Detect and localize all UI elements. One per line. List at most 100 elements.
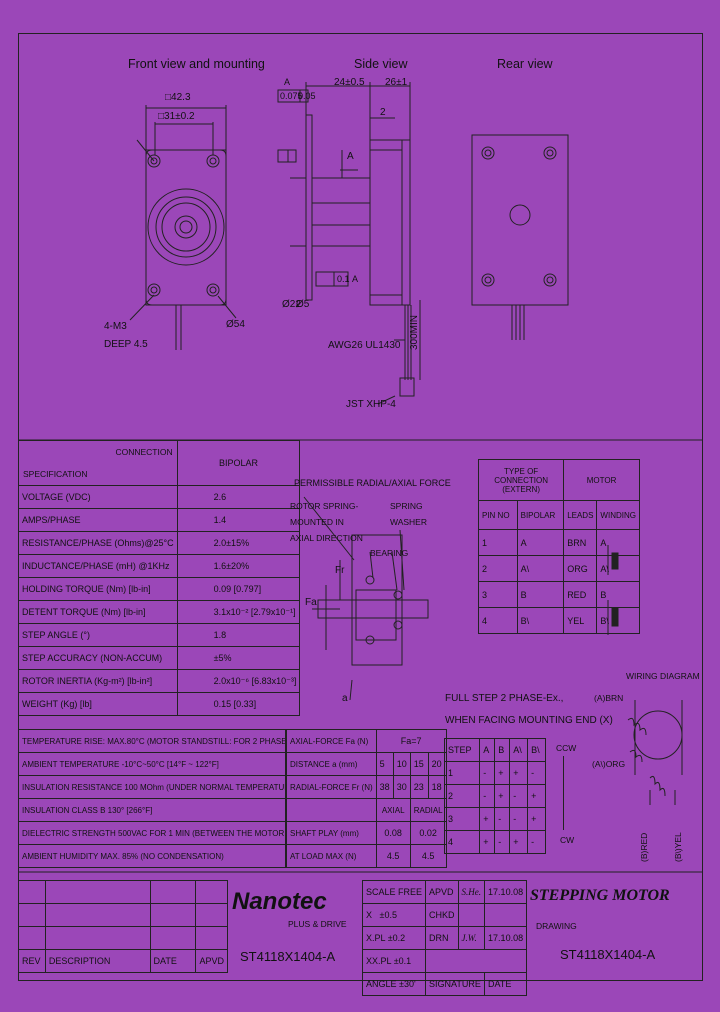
cw-label: CW bbox=[560, 835, 575, 845]
drn-label: DRN bbox=[425, 926, 459, 950]
axial-force-label: AXIAL-FORCE Fa (N) bbox=[286, 729, 377, 753]
tol-angle-value: ±30' bbox=[399, 979, 416, 989]
revision-table: REV DESCRIPTION DATE APVD bbox=[18, 880, 228, 973]
wide-spec-table: TEMPERATURE RISE: MAX.80°C (MOTOR STANDS… bbox=[18, 729, 286, 868]
connection-header: CONNECTION bbox=[115, 447, 173, 457]
dim-dia5: Ø5 bbox=[296, 299, 310, 310]
step-cell: + bbox=[479, 830, 496, 854]
spec-value: ±5% bbox=[176, 646, 301, 670]
fa-label: Fa bbox=[305, 597, 317, 608]
step-cell: - bbox=[494, 830, 511, 854]
step-cell: + bbox=[527, 784, 546, 808]
mount-hole-br bbox=[206, 283, 220, 297]
wiring-brn: (A)BRN bbox=[594, 693, 624, 703]
part-number-left: ST4118X1404-A bbox=[240, 949, 336, 964]
radial-value: 23 bbox=[409, 775, 429, 799]
spec-row: HOLDING TORQUE (Nm) [lb-in]0.09 [0.797] bbox=[18, 577, 301, 601]
dim-deep: DEEP 4.5 bbox=[104, 339, 148, 350]
dim-24: 24±0.5 bbox=[334, 77, 365, 88]
winding-value: A bbox=[596, 529, 640, 556]
winding-value: A\ bbox=[596, 555, 640, 582]
spec-row: WEIGHT (Kg) [lb]0.15 [0.33] bbox=[18, 692, 301, 716]
distance-label: DISTANCE a (mm) bbox=[286, 752, 377, 776]
rear-center bbox=[509, 204, 531, 226]
spec-value: 2.0±15% bbox=[176, 531, 301, 555]
dim-42-3: □42.3 bbox=[165, 92, 191, 103]
distance-value: 15 bbox=[409, 752, 429, 776]
bipolar-value: B\ bbox=[516, 607, 565, 634]
spec-value: 0.09 [0.797] bbox=[176, 577, 301, 601]
spec-label: HOLDING TORQUE (Nm) [lb-in] bbox=[18, 577, 178, 601]
spec-label: STEP ACCURACY (NON-ACCUM) bbox=[18, 646, 178, 670]
radial-value: 38 bbox=[375, 775, 394, 799]
lead-color: BRN bbox=[563, 529, 598, 556]
wiring-rotor bbox=[633, 710, 683, 760]
winding-value: B\ bbox=[596, 607, 640, 634]
fullstep-title-2: WHEN FACING MOUNTING END (X) bbox=[445, 715, 613, 726]
side-view-title: Side view bbox=[354, 57, 408, 71]
wiring-org: (A\)ORG bbox=[592, 759, 626, 769]
rotor-note-2: MOUNTED IN bbox=[290, 517, 344, 527]
datum-a: A bbox=[347, 151, 354, 162]
dim-26: 26±1 bbox=[385, 77, 408, 88]
at-load-radial: 4.5 bbox=[409, 844, 447, 868]
tol-xxpl: XX.PL bbox=[366, 956, 392, 966]
fullstep-title-1: FULL STEP 2 PHASE-Ex., bbox=[445, 693, 564, 704]
tol-xpl-value: ±0.2 bbox=[387, 933, 406, 943]
wiring-yel: (B\)YEL bbox=[673, 832, 683, 862]
runout-ref: A bbox=[352, 274, 359, 284]
b-col-header: B bbox=[494, 738, 511, 762]
connection-type-header: TYPE OF CONNECTION (EXTERN) bbox=[477, 459, 565, 501]
dim-pcd: Ø54 bbox=[226, 319, 245, 330]
step-cell: - bbox=[509, 784, 529, 808]
side-body bbox=[369, 139, 411, 306]
axial-force-value: Fa=7 bbox=[375, 729, 447, 753]
bipolar-col-header: BIPOLAR bbox=[516, 500, 565, 530]
dim-awg: AWG26 UL1430 bbox=[328, 340, 401, 351]
rev-header: REV bbox=[18, 949, 46, 973]
apvd-label: APVD bbox=[425, 880, 459, 904]
lead-color: ORG bbox=[563, 555, 598, 582]
spring-label-1: SPRING bbox=[390, 501, 423, 511]
mount-hole-bl bbox=[147, 283, 161, 297]
wiring-red: (B)RED bbox=[639, 832, 649, 862]
bipolar-value: A\ bbox=[516, 555, 565, 582]
pin-number: 3 bbox=[478, 581, 518, 608]
fullstep-table: STEP A B A\ B\ 1-++- 2-+-+ 3+--+ 4+-+- bbox=[443, 738, 546, 854]
radial-header: RADIAL bbox=[409, 798, 447, 822]
drn-date: 17.10.08 bbox=[484, 926, 528, 950]
distance-value: 10 bbox=[392, 752, 411, 776]
spec-label: WEIGHT (Kg) [lb] bbox=[18, 692, 178, 716]
winding-col-header: WINDING bbox=[596, 500, 640, 530]
spec-value: 3.1x10⁻² [2.79x10⁻¹] bbox=[176, 600, 301, 624]
pin-number: 2 bbox=[478, 555, 518, 582]
wide-spec-row: AMBIENT HUMIDITY MAX. 85% (NO CONDENSATI… bbox=[18, 844, 286, 868]
part-number-right: ST4118X1404-A bbox=[560, 947, 656, 962]
step-cell: 2 bbox=[443, 784, 481, 808]
force-table: AXIAL-FORCE Fa (N) Fa=7 DISTANCE a (mm) … bbox=[286, 729, 447, 868]
dim-length: 300MIN bbox=[409, 314, 420, 350]
step-cell: + bbox=[527, 807, 546, 831]
step-cell: + bbox=[509, 830, 529, 854]
radial-force-label: RADIAL-FORCE Fr (N) bbox=[286, 775, 377, 799]
spec-label: DETENT TORQUE (Nm) [lb-in] bbox=[18, 600, 178, 624]
blank-cell bbox=[286, 798, 377, 822]
side-boss bbox=[311, 177, 371, 247]
step-cell: + bbox=[494, 761, 511, 785]
spec-row: STEP ACCURACY (NON-ACCUM)±5% bbox=[18, 646, 301, 670]
spec-label: INDUCTANCE/PHASE (mH) @1KHz bbox=[18, 554, 178, 578]
pin-col-header: PIN NO bbox=[478, 500, 518, 530]
spec-row: STEP ANGLE (°)1.8 bbox=[18, 623, 301, 647]
wide-spec-row: AMBIENT TEMPERATURE -10°C~50°C [14°F ~ 1… bbox=[18, 752, 286, 776]
step-cell: 1 bbox=[443, 761, 481, 785]
rotor-note-1: ROTOR SPRING- bbox=[290, 501, 359, 511]
direction-arrow bbox=[563, 756, 564, 830]
logo-tagline: PLUS & DRIVE bbox=[288, 919, 347, 929]
spec-label: RESISTANCE/PHASE (Ohms)@25°C bbox=[18, 531, 178, 555]
pin-number: 1 bbox=[478, 529, 518, 556]
bipolar-value: B bbox=[516, 581, 565, 608]
dim-m3: 4-M3 bbox=[104, 321, 127, 332]
spec-row: VOLTAGE (VDC)2.6 bbox=[18, 485, 301, 509]
drawing-title: STEPPING MOTOR bbox=[530, 887, 670, 904]
